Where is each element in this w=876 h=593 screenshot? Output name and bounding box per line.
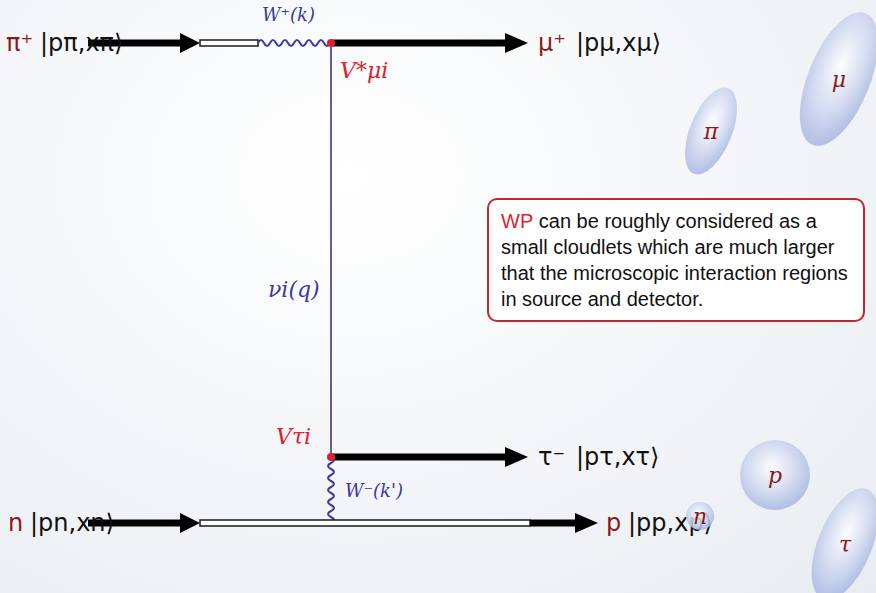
wave-packet-outline [686,502,714,530]
wave-packet: τ [818,485,872,593]
callout-box: WPcan be roughly considered as a small c… [487,198,865,322]
particle-name: n [8,511,23,535]
packet-label: τ [839,532,851,557]
callout-keyword: WP [501,210,533,232]
wave-packet: μ [808,8,870,150]
state-ket: |pn,xn⟩ [30,511,115,535]
packet-label: p [768,463,782,488]
wave-packet-outline [784,2,876,157]
vertex-dot [327,39,335,47]
wave-packet-outline [740,440,810,510]
arrow-head [180,33,200,53]
w-boson [258,40,330,46]
wave-packet-outline [674,80,747,181]
particle-name: μ⁺ [538,31,566,55]
boson-label: W⁻(k') [345,482,403,500]
particle-name: p [606,511,621,535]
arrow-head [505,33,528,53]
state-ket: |pπ,xπ⟩ [40,31,123,55]
vertex-dot [327,453,335,461]
packet-label: π [704,119,718,144]
packet-label: μ [832,67,846,92]
wave-packet-outline [798,479,876,593]
vertex-label: V*μi [340,60,388,82]
neutrino-label: νi(q) [268,279,320,301]
muon-line [331,40,512,47]
wave-packet: p [740,440,810,510]
proton-line [530,520,580,527]
arrow-head [505,447,528,467]
vertex-label: Vτi [276,426,311,448]
packet-label: n [693,504,707,529]
boson-label: W⁺(k) [262,6,315,24]
neutrino-line [330,43,332,457]
composite-line [200,520,530,526]
arrow-head [575,513,598,533]
wave-packet: n [686,502,714,530]
particle-name: τ⁻ [538,445,565,469]
callout-text: can be roughly considered as a small clo… [501,210,848,310]
tau-line [331,454,512,461]
w-boson [328,457,334,523]
state-ket: |pμ,xμ⟩ [576,31,661,55]
state-ket: |pτ,xτ⟩ [576,445,659,469]
particle-name: π⁺ [6,31,33,55]
wave-packet: π [690,85,732,177]
composite-line [200,40,258,46]
arrow-head [180,513,200,533]
